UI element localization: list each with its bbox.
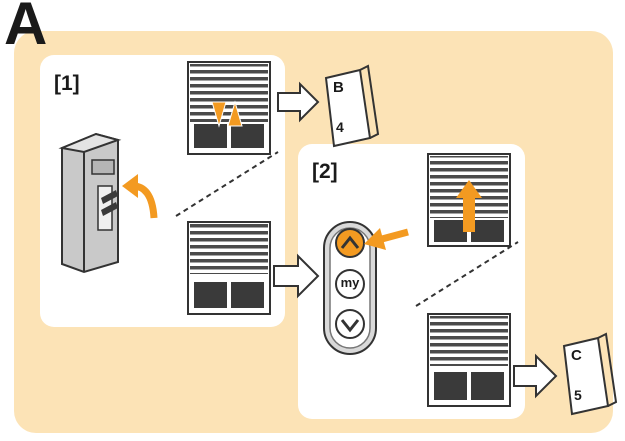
booklet-c-letter: C (571, 347, 582, 364)
press-arrowhead-icon (364, 228, 386, 250)
remote-my-button[interactable] (335, 269, 365, 299)
arrow-to-booklet-b-icon (277, 81, 320, 123)
booklet-b-icon (324, 64, 380, 148)
press-arrow-icon (377, 228, 409, 244)
divider-line-2 (415, 241, 519, 307)
down-chevron-icon (340, 319, 360, 333)
up-chevron-icon (340, 235, 360, 249)
booklet-c-page: 5 (574, 387, 582, 403)
arrow-to-remote-icon (273, 253, 320, 299)
turn-on-arrowhead-icon (122, 174, 138, 198)
remote-control (323, 221, 377, 355)
booklet-c-icon (562, 332, 618, 416)
divider-line-1 (175, 151, 279, 217)
shutter-opening-icon (427, 153, 511, 247)
remote-my-label: my (340, 275, 360, 290)
booklet-b-letter: B (333, 79, 344, 96)
step-1-label: [1] (54, 72, 80, 95)
remote-up-button[interactable] (335, 228, 365, 258)
remote-down-button[interactable] (335, 309, 365, 339)
shutter-closed-2-icon (427, 313, 511, 407)
section-letter: A (4, 0, 48, 57)
shutter-moving-icon (187, 61, 271, 155)
arrow-to-booklet-c-icon (513, 353, 558, 399)
step-2-label: [2] (312, 160, 338, 183)
shutter-closed-icon (187, 221, 271, 315)
circuit-breaker-icon (58, 132, 122, 274)
booklet-b-page: 4 (336, 119, 344, 135)
